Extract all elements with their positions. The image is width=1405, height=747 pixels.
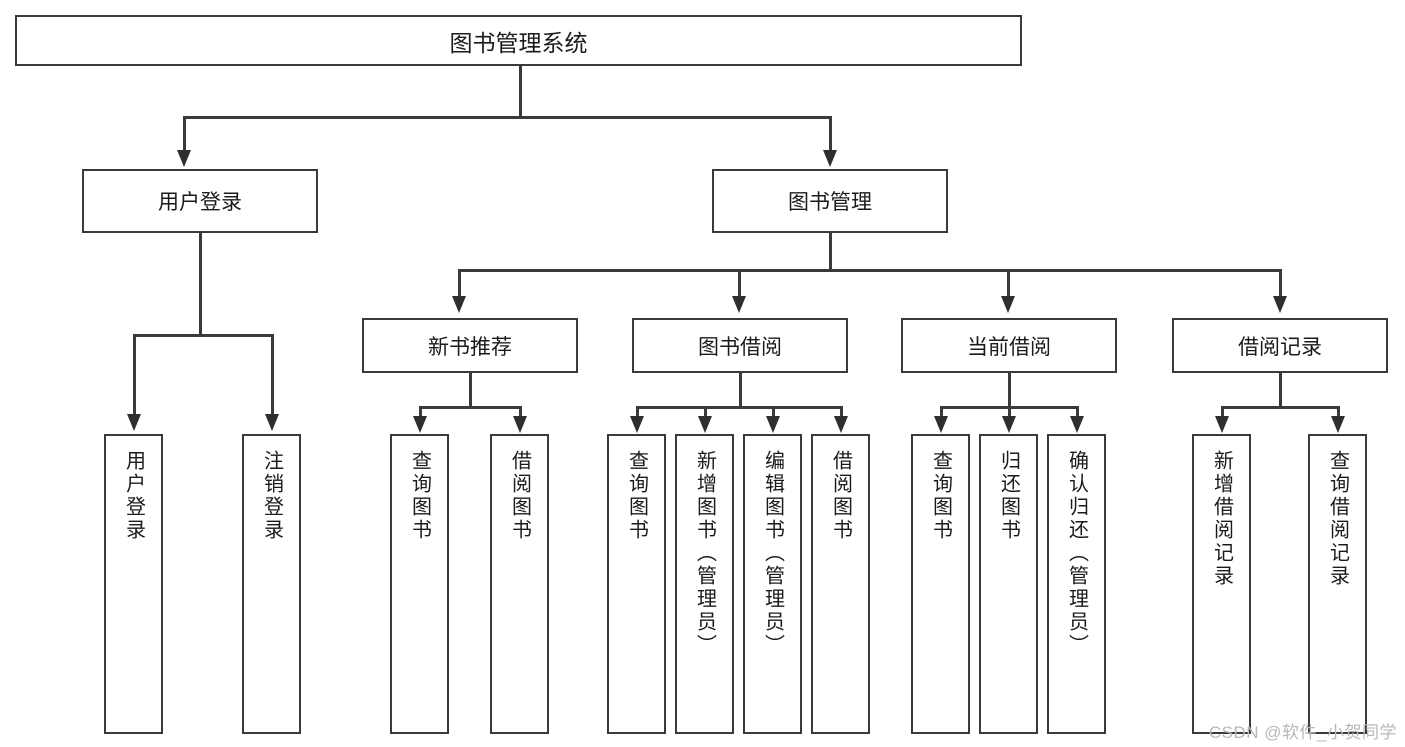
node-borrow-record[interactable]: 借阅记录	[1172, 318, 1388, 373]
leaf-label: 查询图书	[408, 450, 431, 542]
arrow-new-book-recommend-child-1	[413, 416, 427, 433]
leaf-book-borrow-add-book-admin[interactable]: 新增图书（管理员）	[675, 434, 734, 734]
node-book-borrow[interactable]: 图书借阅	[632, 318, 848, 373]
leaf-book-borrow-edit-book-admin[interactable]: 编辑图书（管理员）	[743, 434, 802, 734]
connector-new-book-recommend-bar	[419, 406, 521, 409]
connector-book-management-stem	[829, 233, 832, 270]
connector-user-login-bar	[133, 334, 273, 337]
connector-borrow-record-bar	[1221, 406, 1339, 409]
node-label: 图书管理系统	[449, 29, 588, 56]
csdn-watermark: CSDN @软件_小贺同学	[1208, 723, 1397, 742]
connector-to-borrow-record	[1279, 269, 1282, 297]
node-book-management[interactable]: 图书管理	[712, 169, 948, 233]
connector-root-bar	[183, 116, 831, 119]
node-label: 新书推荐	[428, 335, 512, 359]
connector-user-login-child-2	[271, 334, 274, 415]
leaf-current-borrow-confirm-return-admin[interactable]: 确认归还（管理员）	[1047, 434, 1106, 734]
connector-to-book-borrow	[738, 269, 741, 297]
arrow-borrow-record-child-2	[1331, 416, 1345, 433]
node-user-login[interactable]: 用户登录	[82, 169, 318, 233]
arrow-to-user-login	[177, 150, 191, 167]
leaf-label: 新增图书（管理员）	[693, 450, 716, 657]
arrow-to-new-book-recommend	[452, 296, 466, 313]
leaf-label: 用户登录	[122, 450, 145, 542]
arrow-borrow-record-child-1	[1215, 416, 1229, 433]
leaf-new-book-borrow-book[interactable]: 借阅图书	[490, 434, 549, 734]
node-label: 图书借阅	[698, 335, 782, 359]
arrow-current-borrow-child-1	[934, 416, 948, 433]
arrow-to-borrow-record	[1273, 296, 1287, 313]
connector-to-new-book-recommend	[458, 269, 461, 297]
arrow-to-book-management	[823, 150, 837, 167]
connector-new-book-recommend-child-2	[519, 406, 522, 417]
leaf-book-borrow-query-book[interactable]: 查询图书	[607, 434, 666, 734]
connector-to-current-borrow	[1007, 269, 1010, 297]
leaf-label: 借阅图书	[508, 450, 531, 542]
connector-book-borrow-child-2	[704, 406, 707, 417]
connector-book-management-bar	[458, 269, 1282, 272]
node-label: 图书管理	[788, 191, 872, 214]
connector-borrow-record-child-2	[1337, 406, 1340, 417]
connector-book-borrow-stem	[739, 373, 742, 407]
connector-borrow-record-child-1	[1221, 406, 1224, 417]
node-current-borrow[interactable]: 当前借阅	[901, 318, 1117, 373]
leaf-label: 注销登录	[260, 450, 283, 542]
leaf-label: 查询借阅记录	[1326, 450, 1349, 588]
leaf-label: 借阅图书	[829, 450, 852, 542]
connector-new-book-recommend-child-1	[419, 406, 422, 417]
leaf-label: 查询图书	[625, 450, 648, 542]
node-label: 借阅记录	[1238, 335, 1322, 359]
leaf-book-borrow-borrow-book[interactable]: 借阅图书	[811, 434, 870, 734]
leaf-user-login-logout[interactable]: 注销登录	[242, 434, 301, 734]
arrow-book-borrow-child-3	[766, 416, 780, 433]
arrow-to-book-borrow	[732, 296, 746, 313]
leaf-current-borrow-return-book[interactable]: 归还图书	[979, 434, 1038, 734]
leaf-user-login-login[interactable]: 用户登录	[104, 434, 163, 734]
connector-user-login-stem	[199, 233, 202, 335]
node-label: 用户登录	[158, 191, 242, 214]
connector-new-book-recommend-stem	[469, 373, 472, 407]
node-label: 当前借阅	[967, 335, 1051, 359]
leaf-borrow-record-add-record[interactable]: 新增借阅记录	[1192, 434, 1251, 734]
arrow-new-book-recommend-child-2	[513, 416, 527, 433]
leaf-current-borrow-query-book[interactable]: 查询图书	[911, 434, 970, 734]
arrow-user-login-child-1	[127, 414, 141, 431]
arrow-to-current-borrow	[1001, 296, 1015, 313]
leaf-label: 查询图书	[929, 450, 952, 542]
arrow-book-borrow-child-1	[630, 416, 644, 433]
connector-book-borrow-child-1	[636, 406, 639, 417]
leaf-label: 新增借阅记录	[1210, 450, 1233, 588]
node-new-book-recommend[interactable]: 新书推荐	[362, 318, 578, 373]
connector-current-borrow-stem	[1008, 373, 1011, 407]
leaf-label: 编辑图书（管理员）	[761, 450, 784, 657]
leaf-new-book-query-book[interactable]: 查询图书	[390, 434, 449, 734]
connector-root-to-user-login	[183, 116, 186, 150]
connector-book-borrow-child-3	[772, 406, 775, 417]
arrow-current-borrow-child-3	[1070, 416, 1084, 433]
connector-current-borrow-child-2	[1008, 406, 1011, 417]
connector-current-borrow-child-3	[1076, 406, 1079, 417]
connector-user-login-child-1	[133, 334, 136, 415]
connector-book-borrow-bar	[636, 406, 842, 409]
leaf-label: 归还图书	[997, 450, 1020, 542]
arrow-user-login-child-2	[265, 414, 279, 431]
node-root-book-management-system[interactable]: 图书管理系统	[15, 15, 1022, 66]
connector-root-stem	[519, 66, 522, 117]
connector-borrow-record-stem	[1279, 373, 1282, 407]
arrow-book-borrow-child-4	[834, 416, 848, 433]
arrow-current-borrow-child-2	[1002, 416, 1016, 433]
connector-book-borrow-child-4	[840, 406, 843, 417]
leaf-label: 确认归还（管理员）	[1065, 450, 1088, 657]
connector-root-to-book-management	[829, 116, 832, 150]
connector-current-borrow-child-1	[940, 406, 943, 417]
arrow-book-borrow-child-2	[698, 416, 712, 433]
leaf-borrow-record-query-record[interactable]: 查询借阅记录	[1308, 434, 1367, 734]
